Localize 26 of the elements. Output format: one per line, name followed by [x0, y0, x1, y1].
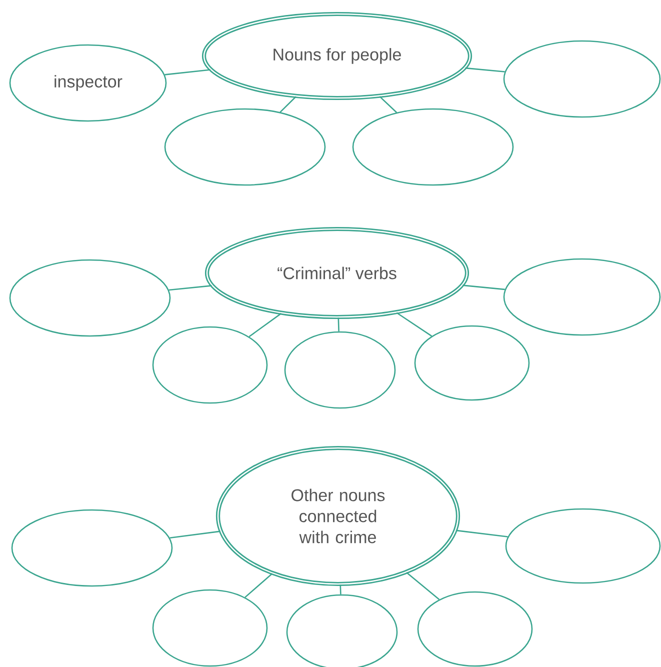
- answer-ellipse: [417, 591, 533, 667]
- connector-line: [280, 96, 296, 113]
- answer-ellipse: [152, 589, 268, 667]
- answer-ellipse: [503, 258, 661, 336]
- connector-line: [456, 530, 508, 538]
- connector-line: [379, 96, 398, 113]
- answer-ellipse: [284, 331, 396, 409]
- answer-ellipse: [152, 326, 268, 404]
- answer-ellipse: [503, 40, 661, 118]
- connector-line: [170, 530, 220, 539]
- answer-ellipse: [505, 508, 661, 584]
- connector-line: [465, 67, 505, 72]
- connector-line: [164, 69, 210, 76]
- connector-line: [168, 285, 212, 291]
- answer-ellipse: [352, 108, 514, 186]
- answer-ellipse: [11, 509, 173, 587]
- connector-line: [244, 573, 273, 598]
- answer-ellipse: [9, 259, 171, 337]
- connector-line: [396, 312, 432, 337]
- connector-line: [340, 584, 342, 594]
- connector-line: [462, 284, 505, 290]
- connector-line: [338, 318, 340, 332]
- answer-ellipse: [164, 108, 326, 186]
- connector-line: [248, 312, 282, 338]
- connector-line: [406, 572, 440, 600]
- answer-ellipse: [414, 325, 530, 401]
